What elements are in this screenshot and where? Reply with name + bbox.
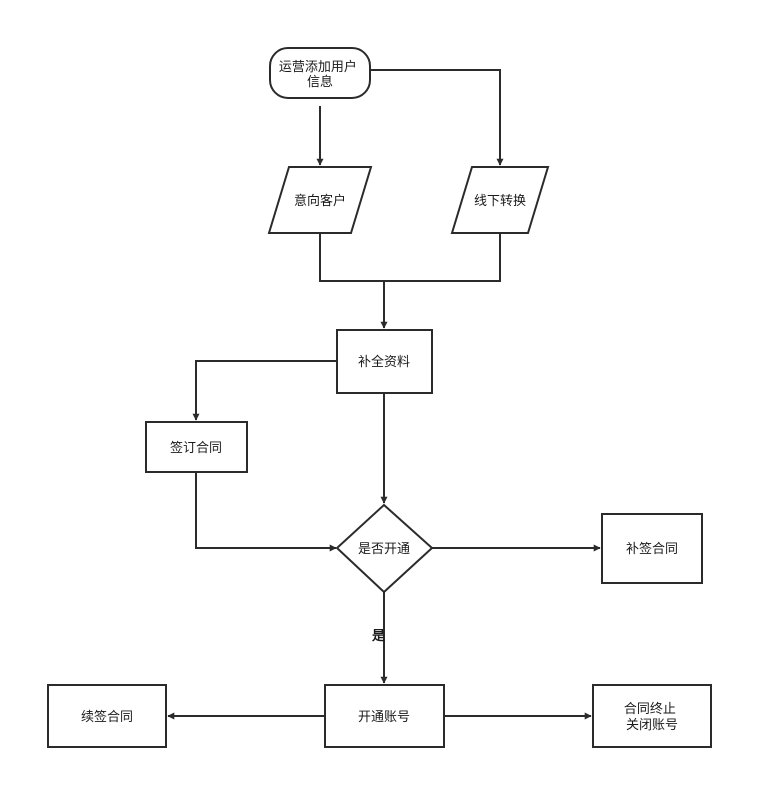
edge-intent-to-complete — [319, 233, 384, 282]
node-renew-label: 续签合同 — [81, 709, 133, 725]
node-start: 运营添加用户 信息 — [269, 47, 371, 99]
renew-process-shape — [47, 684, 167, 748]
supplement-process-shape — [601, 513, 703, 584]
open-process-shape — [324, 684, 445, 748]
node-renew: 续签合同 — [47, 684, 167, 748]
intent-data-shape — [267, 166, 373, 234]
node-complete: 补全资料 — [336, 329, 433, 394]
sign-process-shape — [145, 421, 248, 473]
node-terminate-line-2: 关闭账号 — [626, 718, 678, 733]
edge-sign-to-decide — [195, 472, 337, 552]
decide-decision-shape — [335, 503, 434, 594]
node-open-label: 开通账号 — [358, 710, 410, 725]
edge-label-yes: 是 — [371, 629, 386, 644]
node-decide: 是否开通 — [335, 503, 434, 594]
complete-process-shape — [336, 329, 433, 394]
node-open: 开通账号 — [324, 684, 445, 748]
node-supplement: 补签合同 — [601, 513, 703, 584]
node-complete-label: 补全资料 — [358, 354, 410, 370]
edge-offline-to-complete — [380, 233, 501, 329]
edge-start-to-offline — [370, 69, 504, 166]
node-terminate-line-1: 合同终止 — [624, 701, 676, 717]
node-sign-label: 签订合同 — [170, 440, 222, 456]
edges — [167, 69, 601, 720]
node-sign: 签订合同 — [145, 421, 248, 473]
node-offline-label: 线下转换 — [474, 194, 526, 209]
start-terminator-shape — [269, 47, 371, 99]
node-intent: 意向客户 — [267, 166, 373, 234]
offline-data-shape — [450, 166, 550, 234]
node-start-label: 运营添加用户 信息 — [279, 59, 361, 90]
node-terminate: 合同终止 关闭账号 — [592, 684, 712, 748]
edge-complete-to-sign — [192, 360, 337, 421]
node-terminate-label: 合同终止 关闭账号 — [624, 701, 680, 733]
node-start-line-2: 信息 — [307, 74, 333, 90]
terminate-process-shape — [592, 684, 712, 748]
node-decide-label: 是否开通 — [358, 542, 410, 557]
node-supplement-label: 补签合同 — [626, 541, 678, 557]
node-intent-label: 意向客户 — [294, 193, 346, 209]
node-start-line-1: 运营添加用户 — [279, 59, 357, 75]
node-offline: 线下转换 — [450, 166, 550, 234]
